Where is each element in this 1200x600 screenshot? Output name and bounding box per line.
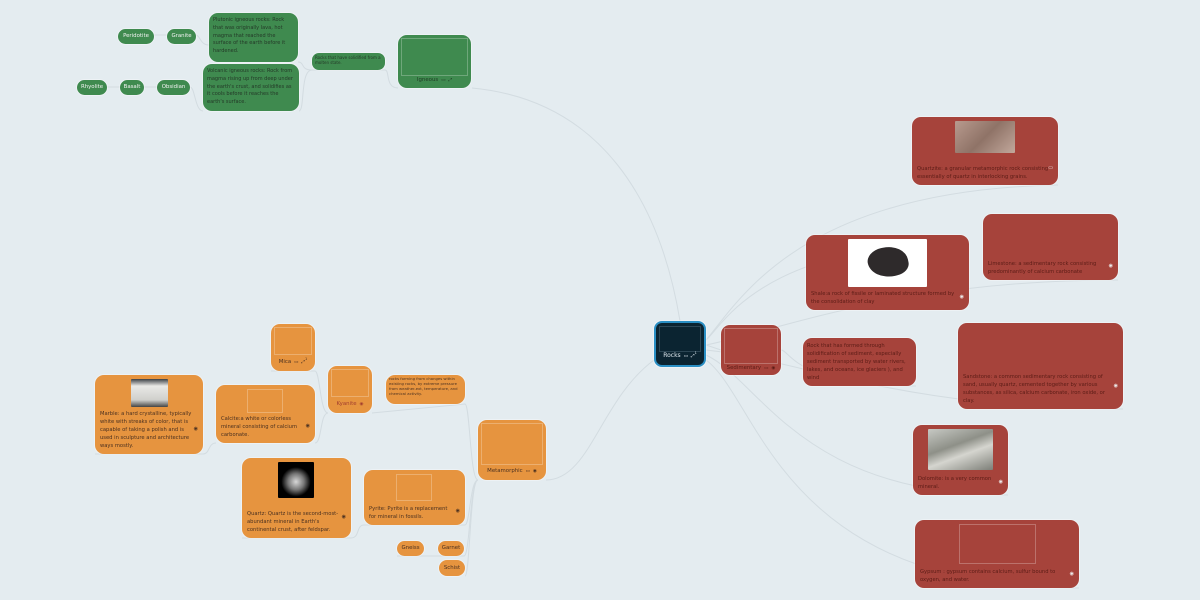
info-icon[interactable]: ◉ [532,469,537,475]
node-metamorphic[interactable]: Metamorphic▭◉ [478,420,546,480]
obsidian-node[interactable]: Obsidian [157,80,190,95]
gneiss-node[interactable]: Gneiss [397,541,424,556]
garnet-node[interactable]: Garnet [438,541,464,556]
dolomite-text: Dolomite: is a very common mineral. [918,475,992,490]
image-placeholder [331,369,369,397]
shale-node[interactable]: Shale:a rock of fissile or laminated str… [806,235,969,310]
limestone-node[interactable]: Limestone: a sedimentary rock consisting… [983,214,1118,280]
info-icon[interactable]: ◉ [305,423,310,430]
info-icon[interactable]: ◉ [359,402,364,408]
dolomite-image [928,429,993,470]
note-icon[interactable]: ▭ [441,78,446,84]
info-icon[interactable]: ◉ [1108,263,1113,270]
image-placeholder [396,474,432,501]
info-icon[interactable]: ◉ [1069,571,1074,578]
kyanite-node[interactable]: Kyanite◉ [328,366,372,413]
shale-image [848,239,927,287]
quartzite-node[interactable]: Quartzite: a granular metamorphic rock c… [912,117,1058,185]
limestone-text: Limestone: a sedimentary rock consisting… [988,260,1097,275]
igneous-description[interactable]: Rocks that have solidified from a molten… [312,53,385,70]
info-icon[interactable]: ◉ [193,426,198,433]
dolomite-node[interactable]: Dolomite: is a very common mineral. ◉ [913,425,1008,495]
peridotite-node[interactable]: Peridotite [118,29,154,44]
quartz-text: Quartz: Quartz is the second-most-abunda… [247,510,339,533]
kyanite-label: Kyanite [336,401,357,408]
link-icon[interactable]: ⤢ [448,78,453,84]
marble-node[interactable]: Marble: a hard crystalline, typically wh… [95,375,203,454]
metamorphic-description[interactable]: rocks forming from changes within existi… [386,375,465,404]
metamorphic-label: Metamorphic [487,468,523,475]
marble-text: Marble: a hard crystalline, typically wh… [100,410,192,449]
info-icon[interactable]: ◉ [455,508,460,515]
rhyolite-node[interactable]: Rhyolite [77,80,107,95]
node-sedimentary[interactable]: Sedimentary▭◉ [721,325,781,375]
image-placeholder [247,389,283,413]
info-icon[interactable]: ◉ [959,294,964,301]
root-node-rocks[interactable]: Rocks▭⤢1 [654,321,706,367]
image-placeholder [659,326,701,352]
sandstone-text: Sandstone: a common sedimentary rock con… [963,373,1105,404]
image-placeholder [959,524,1036,564]
info-icon[interactable]: ◉ [771,366,776,372]
plutonic-node[interactable]: Plutonic igneous rocks: Rock that was or… [209,13,298,62]
quartz-image [278,462,314,498]
calcite-node[interactable]: Calcite:a white or colorless mineral con… [216,385,315,443]
mica-label: Mica [278,359,292,366]
image-placeholder [481,423,543,465]
quartzite-image [955,121,1015,153]
link-icon[interactable]: ⤢ [690,354,695,360]
gypsum-node[interactable]: Gypsum : gypsum contains calcium, sulfur… [915,520,1079,588]
pyrite-node[interactable]: Pyrite: Pyrite is a replacement for mine… [364,470,465,525]
image-placeholder [401,38,468,76]
info-icon[interactable]: ◉ [341,514,346,521]
gypsum-text: Gypsum : gypsum contains calcium, sulfur… [920,568,1056,583]
pyrite-text: Pyrite: Pyrite is a replacement for mine… [369,505,448,520]
igneous-label: Igneous [416,77,439,84]
image-placeholder [274,327,312,355]
schist-node[interactable]: Schist [439,560,465,576]
sedimentary-label: Sedimentary [726,365,762,372]
note-icon[interactable]: ▭ [525,469,530,475]
marble-image [131,379,168,407]
image-placeholder [724,328,778,364]
sandstone-node[interactable]: Sandstone: a common sedimentary rock con… [958,323,1123,409]
volcanic-node[interactable]: Volcanic igneous rocks: Rock from magma … [203,64,299,111]
note-icon[interactable]: ▭ [764,366,769,372]
quartzite-text: Quartzite: a granular metamorphic rock c… [917,165,1049,180]
granite-node[interactable]: Granite [167,29,196,44]
info-icon[interactable]: ◉ [998,479,1003,486]
note-icon[interactable]: ▭ [1048,165,1053,172]
root-label: Rocks [663,352,681,360]
node-igneous[interactable]: Igneous▭⤢ [398,35,471,88]
basalt-node[interactable]: Basalt [120,80,144,95]
shale-text: Shale:a rock of fissile or laminated str… [811,290,955,305]
note-icon[interactable]: ▭ [294,360,299,366]
mica-node[interactable]: Mica▭⤢1 [271,324,315,371]
quartz-node[interactable]: Quartz: Quartz is the second-most-abunda… [242,458,351,538]
calcite-text: Calcite:a white or colorless mineral con… [221,415,297,438]
sedimentary-description[interactable]: Rock that has formed through solidificat… [803,338,916,386]
note-icon[interactable]: ▭ [683,354,688,360]
link-icon[interactable]: ⤢ [301,360,306,366]
info-icon[interactable]: ◉ [1113,383,1118,390]
